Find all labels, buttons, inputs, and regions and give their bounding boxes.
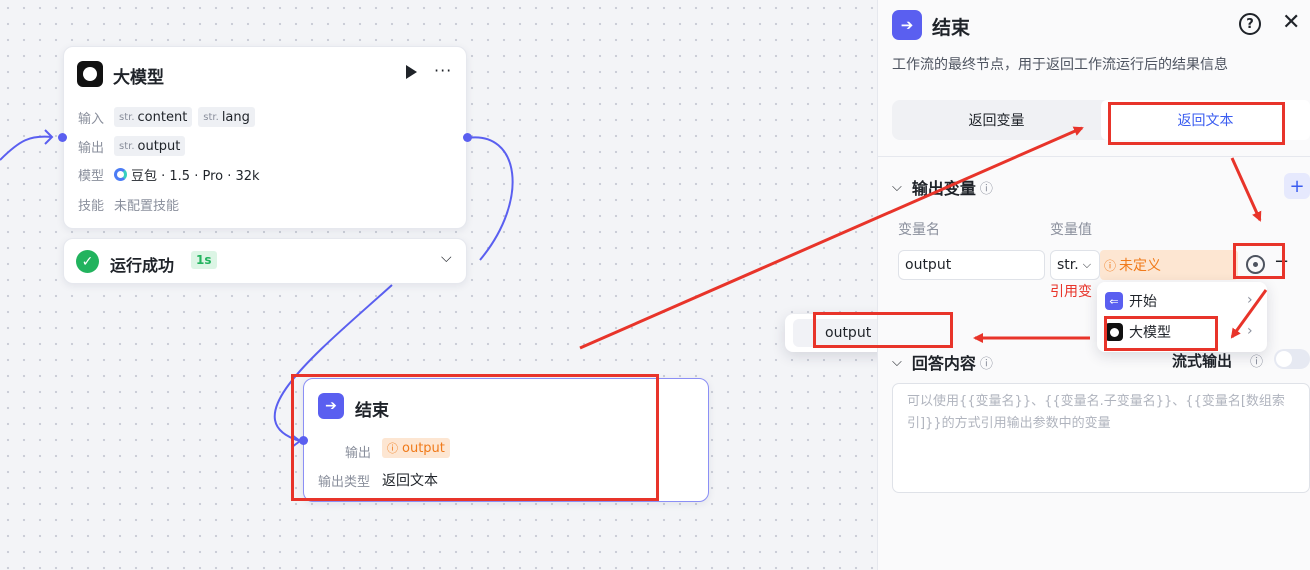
chevron-down-icon: ⌵ — [892, 179, 902, 195]
close-icon[interactable]: ✕ — [1282, 10, 1301, 35]
tab-return-variable[interactable]: 返回变量 — [968, 113, 1025, 129]
answer-section-title: 回答内容 — [911, 354, 976, 373]
warning-icon: ⓘ — [1104, 258, 1117, 273]
ref-item-llm[interactable]: 大模型 — [1105, 322, 1171, 342]
col-value-header: 变量值 — [1050, 222, 1092, 238]
type-select[interactable]: str.⌵ — [1050, 250, 1100, 280]
end-output-type-label: 输出类型 — [318, 475, 371, 490]
chevron-down-icon[interactable]: ⌵ — [441, 250, 452, 266]
divider — [878, 156, 1310, 157]
variable-name: output — [825, 325, 872, 341]
chevron-down-icon: ⌵ — [1082, 258, 1092, 271]
llm-node[interactable]: 大模型 ··· 输入 str.content str.lang 输出 str.o… — [63, 46, 467, 229]
help-icon[interactable]: ? — [1239, 13, 1261, 35]
success-icon: ✓ — [76, 250, 99, 273]
stream-output-toggle[interactable] — [1274, 349, 1310, 369]
end-input-port[interactable] — [299, 436, 308, 445]
annotation-box-output-var — [813, 312, 953, 348]
variable-name-input[interactable]: output — [898, 250, 1045, 280]
stream-output-label: 流式输出 — [1172, 352, 1233, 370]
input-tag-content: str.content — [114, 107, 193, 127]
llm-input-port[interactable] — [58, 133, 67, 142]
run-node-icon[interactable] — [406, 65, 417, 79]
ref-item-start[interactable]: ⇐ 开始 — [1105, 291, 1157, 311]
run-status-text: 运行成功 — [110, 256, 175, 275]
output-mode-tabs: 返回变量 返回文本 — [892, 100, 1310, 140]
model-value: 豆包 · 1.5 · Pro · 32k — [131, 169, 260, 184]
llm-model-row: 模型 豆包 · 1.5 · Pro · 32k — [78, 165, 260, 184]
llm-input-row: 输入 str.content str.lang — [78, 107, 255, 127]
doubao-icon — [114, 168, 127, 181]
chevron-down-icon: ⌵ — [892, 354, 902, 370]
end-output-type-value: 返回文本 — [382, 473, 438, 489]
warning-icon: ⓘ — [387, 442, 398, 455]
llm-node-title: 大模型 — [113, 68, 164, 88]
annotation-box-end-node — [291, 374, 659, 501]
reference-error-text: 引用变 — [1050, 284, 1092, 300]
llm-output-row: 输出 str.output — [78, 136, 186, 156]
end-node-title: 结束 — [355, 401, 389, 421]
chevron-right-icon: › — [1247, 292, 1253, 308]
llm-output-port[interactable] — [463, 133, 472, 142]
info-icon: ⓘ — [979, 181, 993, 197]
input-label: 输入 — [78, 111, 105, 127]
panel-title: 结束 — [932, 17, 971, 39]
annotation-box-llm-item — [1104, 316, 1218, 351]
model-label: 模型 — [78, 169, 105, 184]
skills-value: 未配置技能 — [114, 199, 180, 214]
tab-return-text[interactable]: 返回文本 — [1101, 100, 1310, 140]
info-icon: ⓘ — [1250, 355, 1264, 370]
remove-variable-icon[interactable]: − — [1274, 251, 1290, 272]
run-status-bar[interactable]: ✓ 运行成功 1s ⌵ — [63, 238, 467, 284]
annotation-box-reference-button — [1233, 243, 1285, 279]
llm-node-icon — [1105, 323, 1123, 341]
skills-label: 技能 — [78, 199, 105, 214]
reference-button[interactable] — [1246, 255, 1265, 274]
end-node-icon: ➔ — [318, 393, 344, 419]
output-label: 输出 — [78, 140, 105, 156]
annotation-box-return-text — [1108, 102, 1285, 145]
output-tag: str.output — [114, 136, 186, 156]
answer-content-textarea[interactable]: 可以使用{{变量名}}、{{变量名.子变量名}}、{{变量名[数组索引]}}的方… — [892, 383, 1310, 493]
input-tag-lang: str.lang — [198, 107, 255, 127]
panel-description: 工作流的最终节点，用于返回工作流运行后的结果信息 — [892, 57, 1228, 73]
col-name-header: 变量名 — [898, 222, 940, 238]
chevron-right-icon: › — [1247, 323, 1253, 339]
llm-skills-row: 技能 未配置技能 — [78, 195, 179, 214]
start-node-icon: ⇐ — [1105, 292, 1123, 310]
answer-section-header[interactable]: ⌵ 回答内容 ⓘ — [892, 350, 993, 374]
end-output-label: 输出 — [345, 446, 372, 461]
run-duration-badge: 1s — [191, 251, 217, 269]
add-variable-button[interactable]: + — [1284, 173, 1310, 199]
info-icon: ⓘ — [979, 356, 993, 372]
panel-end-icon: ➔ — [892, 10, 922, 40]
more-icon[interactable]: ··· — [434, 61, 453, 80]
llm-node-icon — [77, 61, 103, 87]
answer-placeholder: 可以使用{{变量名}}、{{变量名.子变量名}}、{{变量名[数组索引]}}的方… — [907, 394, 1285, 431]
